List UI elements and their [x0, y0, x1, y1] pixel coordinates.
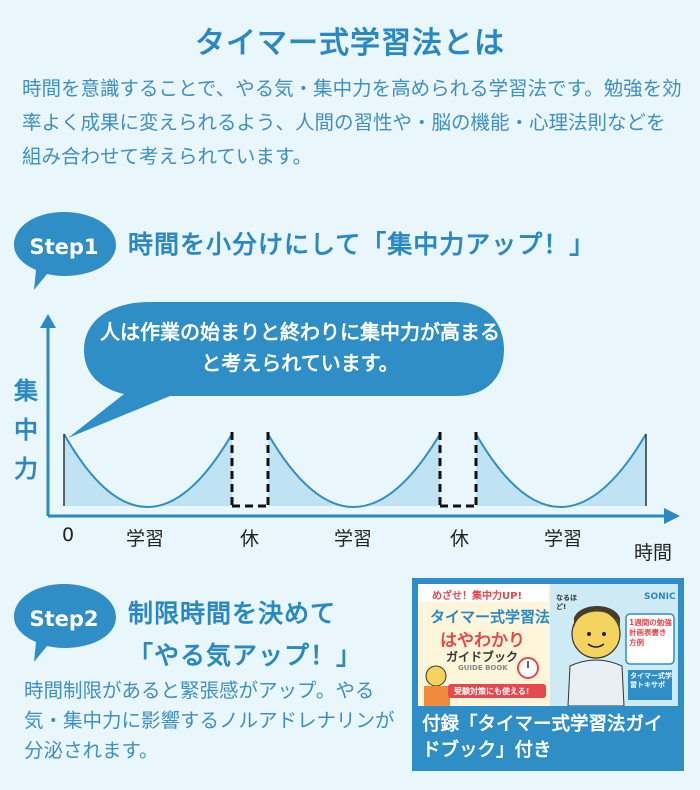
- guidebook-card: めざせ！集中力UP! タイマー式学習法 はやわかり ガイドブック GUIDE B…: [412, 578, 684, 771]
- book-top-line: めざせ！集中力UP!: [432, 591, 523, 602]
- speech-bubble-text: 人は作業の始まりと終わりに集中力が高まると考えられています。: [100, 320, 500, 375]
- book-side-box: 1週間の勉強計画表書き方例: [629, 618, 672, 647]
- book-band: 受験対策にも使える!: [454, 687, 530, 696]
- y-label-char: 力: [14, 455, 38, 483]
- x-axis-label: 時間: [634, 542, 673, 564]
- x-tick: 休: [240, 528, 260, 550]
- step2-badge: Step2: [12, 580, 124, 670]
- y-axis-arrow: [40, 314, 56, 328]
- book-title2: はやわかり: [440, 631, 525, 651]
- page-title: タイマー式学習法とは: [195, 26, 505, 61]
- break-markers: [230, 432, 478, 508]
- step2-body: 時間制限があると緊張感がアップ。やる気・集中力に影響するノルアドレナリンが分泌さ…: [24, 679, 395, 762]
- y-axis-label: 集 中 力: [10, 372, 42, 489]
- book-title1: タイマー式学習法: [430, 608, 551, 626]
- step2-heading-line2: 「やる気アップ！」: [128, 641, 363, 670]
- x-tick: 学習: [126, 528, 165, 550]
- focus-diagram: [40, 302, 680, 524]
- speech-bubble: [68, 302, 504, 438]
- step2-badge-label: Step2: [29, 607, 99, 631]
- y-label-char: 中: [14, 416, 38, 444]
- book-speech: なるほど!: [556, 594, 577, 611]
- guidebook-caption: 付録「タイマー式学習法ガイドブック」付き: [422, 714, 663, 761]
- step1-badge-label: Step1: [29, 235, 99, 259]
- guidebook-cover: めざせ！集中力UP! タイマー式学習法 はやわかり ガイドブック GUIDE B…: [418, 584, 678, 706]
- step2-heading-line1: 制限時間を決めて: [128, 599, 337, 628]
- x-tick: 0: [62, 524, 75, 546]
- book-subtitle: ガイドブック: [446, 650, 519, 664]
- intro-text: 時間を意識することで、やる気・集中力を高められる学習法です。勉強を効率よく成果に…: [22, 77, 682, 168]
- y-label-char: 集: [14, 377, 38, 405]
- book-brand: SONIC: [644, 592, 676, 602]
- book-side-tag: タイマー式学習トキサポ: [630, 672, 672, 689]
- step1-badge: Step1: [12, 208, 124, 298]
- x-axis-arrow: [664, 508, 680, 524]
- step1-heading: 時間を小分けにして「集中力アップ！」: [128, 230, 596, 259]
- x-tick: 学習: [334, 528, 373, 550]
- book-guide: GUIDE BOOK: [458, 664, 508, 672]
- x-tick: 学習: [544, 528, 583, 550]
- x-tick: 休: [450, 528, 470, 550]
